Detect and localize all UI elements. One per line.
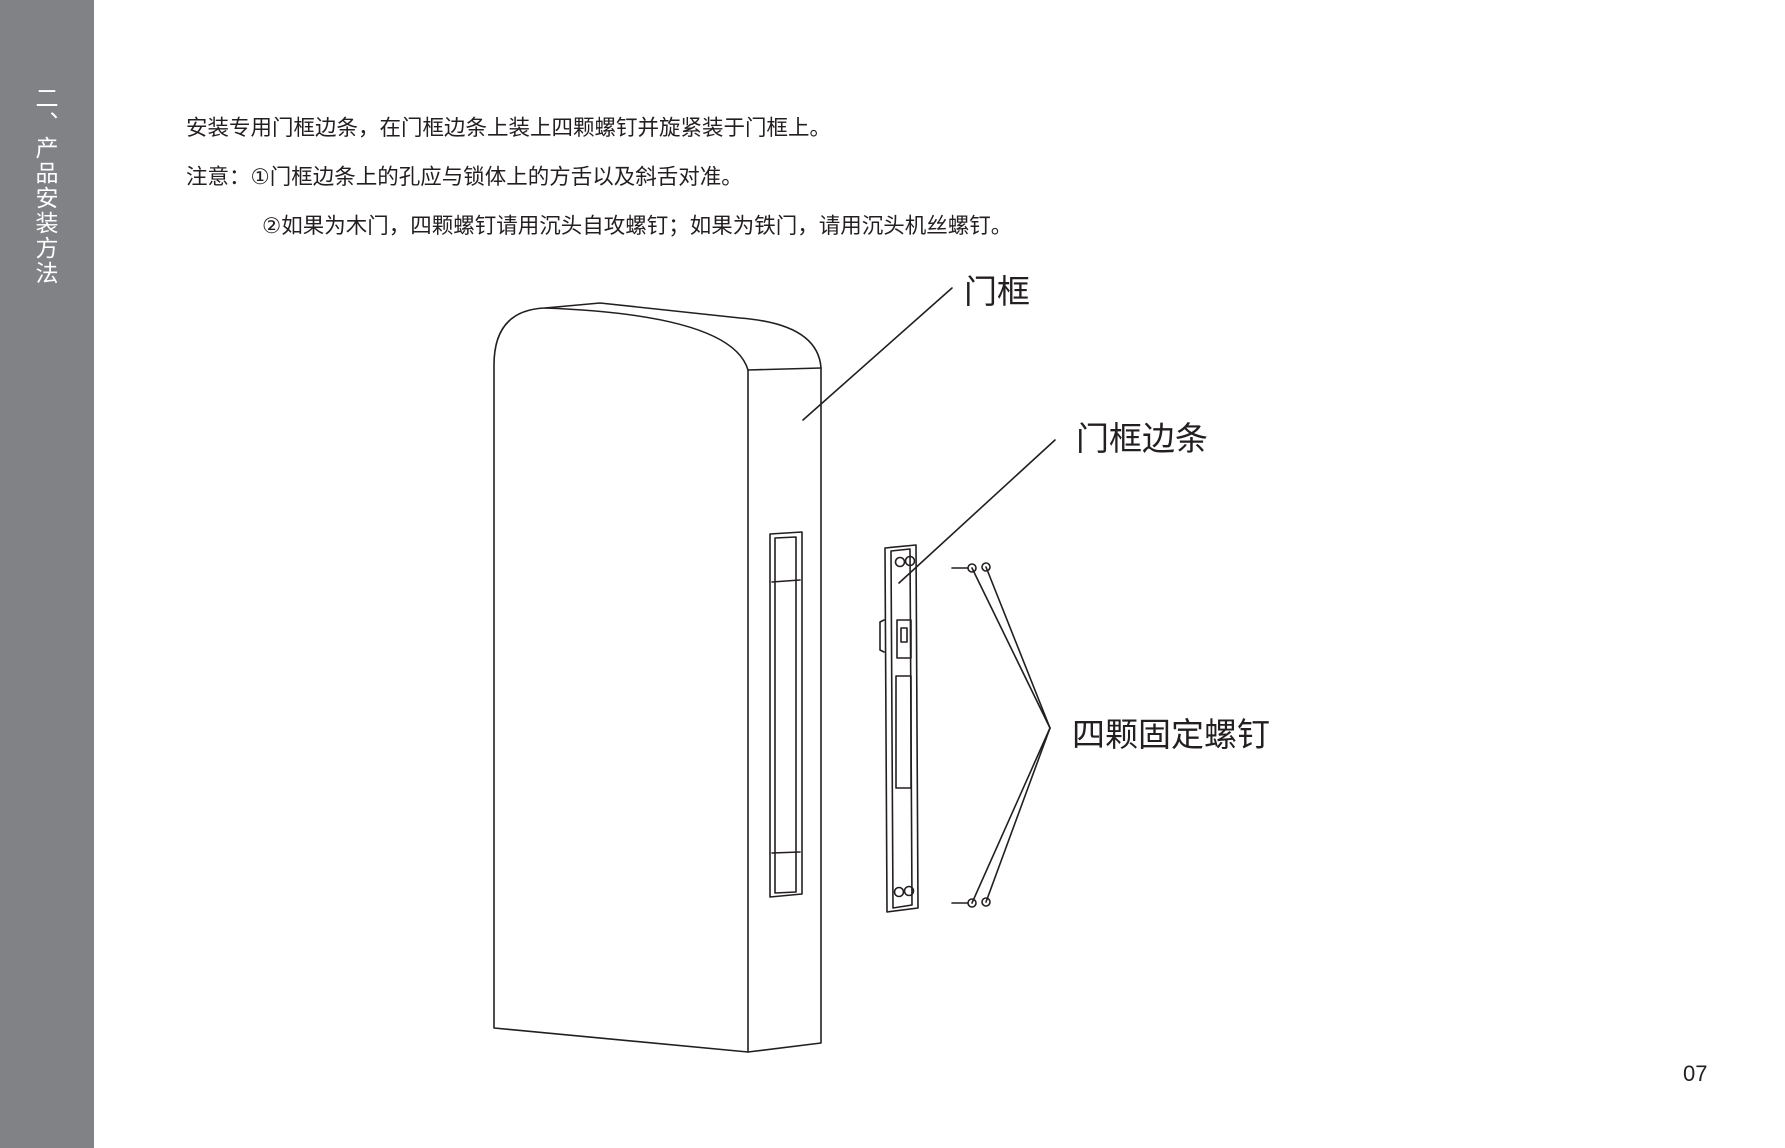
leader-line-strip	[898, 439, 1056, 584]
sidebar: 二、产品安装方法	[0, 0, 94, 1148]
screws-illustration	[951, 562, 991, 908]
door-frame-illustration	[493, 302, 822, 1053]
instruction-note-2: ②如果为木门，四颗螺钉请用沉头自攻螺钉；如果为铁门，请用沉头机丝螺钉。	[262, 214, 1013, 239]
label-door-frame: 门框	[964, 272, 1030, 311]
leader-line-frame	[802, 287, 953, 421]
label-four-screws: 四颗固定螺钉	[1072, 715, 1270, 754]
section-title: 二、产品安装方法	[31, 86, 57, 286]
page-number: 07	[1683, 1061, 1708, 1086]
leader-line-screw-d	[985, 727, 1051, 903]
frame-strip-illustration	[879, 544, 919, 913]
leader-line-screw-a	[971, 567, 1051, 729]
instruction-line-1: 安装专用门框边条，在门框边条上装上四颗螺钉并旋紧装于门框上。	[186, 116, 832, 141]
leader-line-screw-c	[971, 727, 1051, 904]
instruction-note-1: 注意：①门框边条上的孔应与锁体上的方舌以及斜舌对准。	[186, 165, 743, 190]
instructions: 安装专用门框边条，在门框边条上装上四颗螺钉并旋紧装于门框上。 注意：①门框边条上…	[186, 104, 1012, 251]
label-frame-strip: 门框边条	[1076, 419, 1208, 458]
leader-line-screw-b	[985, 566, 1051, 729]
